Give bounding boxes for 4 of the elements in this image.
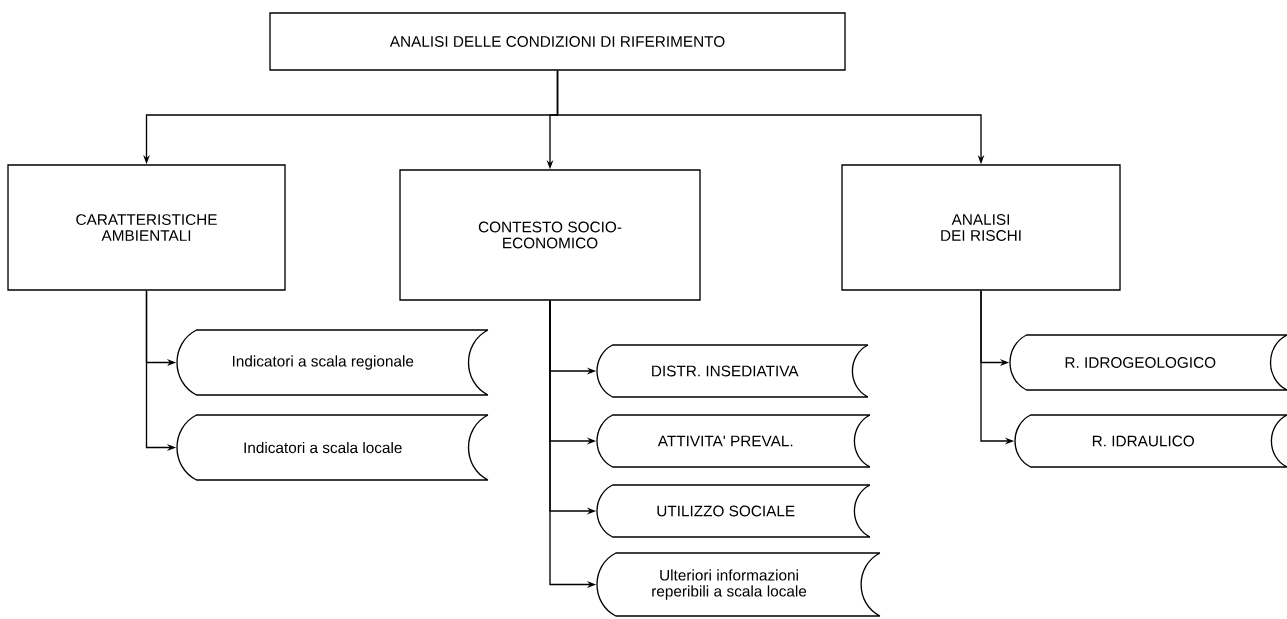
process-box: ANALISI DEI RISCHI xyxy=(841,164,1121,291)
process-box: CONTESTO SOCIO-ECONOMICO xyxy=(399,169,701,301)
process-box: CARATTERISTICHE AMBIENTALI xyxy=(7,164,286,291)
process-box: ANALISI DELLE CONDIZIONI DI RIFERIMENTO xyxy=(269,12,846,71)
